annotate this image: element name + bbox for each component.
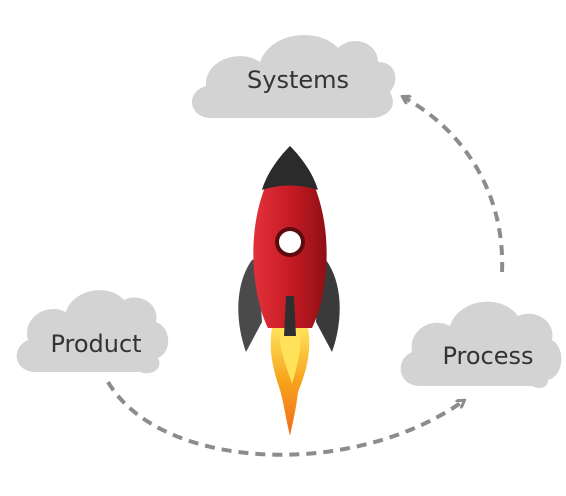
rocket-icon xyxy=(238,146,340,436)
rocket-center-fin xyxy=(284,296,296,336)
arrow-product-to-process xyxy=(106,380,462,457)
rocket-flame xyxy=(270,328,310,436)
process-label: Process xyxy=(442,342,533,370)
product-cloud: Product xyxy=(16,290,169,374)
cloud-shape xyxy=(191,35,396,118)
rocket-window xyxy=(279,231,301,253)
arrow-process-to-systems xyxy=(405,98,505,273)
product-label: Product xyxy=(50,330,141,358)
rocket-nose xyxy=(262,146,318,190)
cloud-shape xyxy=(16,290,169,374)
systems-label: Systems xyxy=(247,66,349,94)
rocket-flame-inner xyxy=(279,330,301,384)
systems-cloud: Systems xyxy=(191,35,396,118)
process-cloud: Process xyxy=(400,301,562,388)
cloud-shape xyxy=(400,301,562,388)
